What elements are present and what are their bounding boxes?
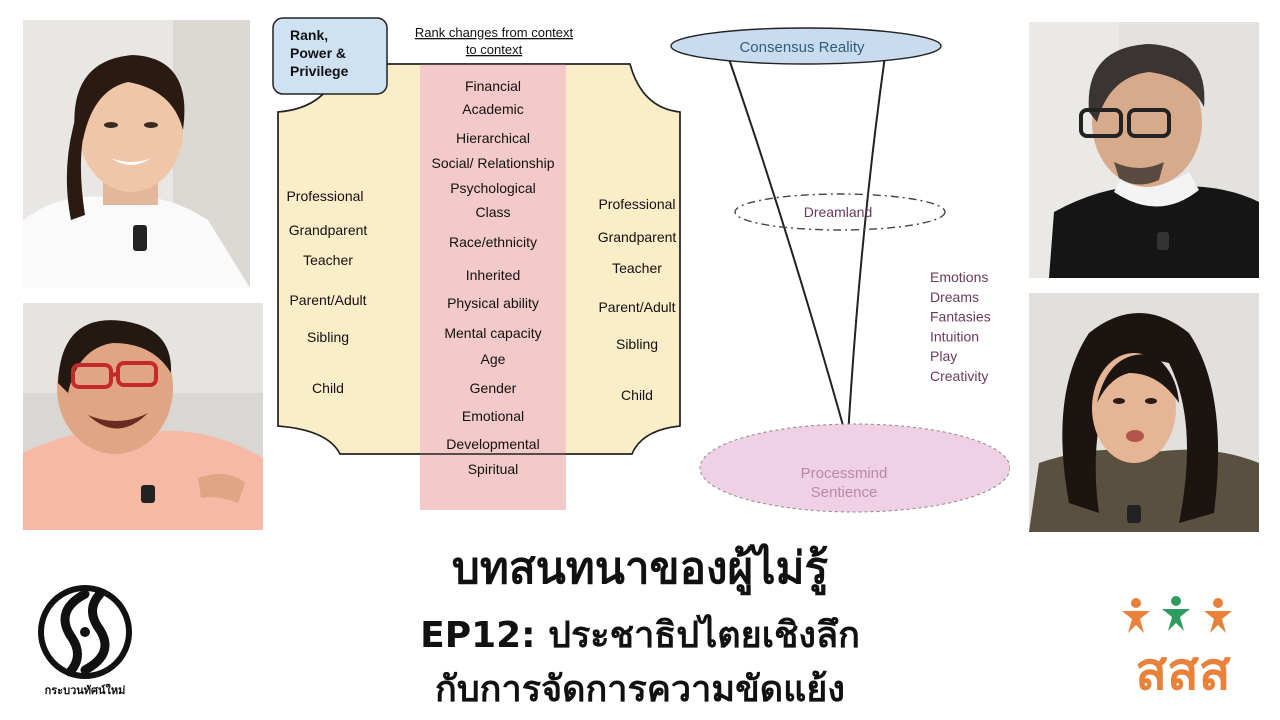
sentience-ellipse xyxy=(699,423,1010,513)
star-figure-icon xyxy=(1122,596,1232,633)
episode-title-line2: กับการจัดการความขัดแย้ง xyxy=(435,669,845,710)
consensus-ellipse xyxy=(670,27,942,65)
rank-dimension-item: Developmental xyxy=(446,436,539,452)
rank-dimension-item: Class xyxy=(475,204,510,220)
role-item-right: Grandparent xyxy=(598,229,677,245)
consensus-reality-label: Consensus Reality xyxy=(739,39,865,56)
thaihealth-logo: สสส xyxy=(1108,595,1258,695)
rank-dimension-item: Physical ability xyxy=(447,295,539,311)
rank-dimension-item: Social/ Relationship xyxy=(432,155,555,171)
dreamland-quality-item: Creativity xyxy=(930,368,988,384)
role-item-left: Parent/Adult xyxy=(289,292,366,308)
rank-dimension-item: Hierarchical xyxy=(456,130,530,146)
rank-dimension-item: Inherited xyxy=(466,267,520,283)
episode-title-line1: EP12: ประชาธิปไตยเชิงลึก xyxy=(420,615,860,656)
speaker-photo-3 xyxy=(1029,22,1259,278)
rank-center-column xyxy=(420,64,566,510)
dreamland-quality-item: Emotions xyxy=(930,269,988,285)
role-item-right: Sibling xyxy=(616,336,658,352)
rank-box-label-line: Privilege xyxy=(290,63,349,79)
svg-text:กระบวนทัศน์ใหม่: กระบวนทัศน์ใหม่ xyxy=(45,683,126,697)
role-item-left: Grandparent xyxy=(289,222,368,238)
rank-box-label-line: Rank, xyxy=(290,27,328,43)
concept-diagram: Rank, Power & Privilege Rank changes from … xyxy=(270,16,1010,516)
role-item-left: Teacher xyxy=(303,252,353,268)
dreamland-quality-item: Play xyxy=(930,348,957,364)
funnel-left-line xyxy=(727,55,847,437)
speaker-photo-4 xyxy=(1029,293,1259,532)
speaker-photo-1 xyxy=(23,20,250,288)
speaker-photo-2 xyxy=(23,303,263,530)
rank-label-box xyxy=(272,17,388,95)
sentience-label: Sentience xyxy=(811,484,878,501)
role-item-left: Child xyxy=(312,380,344,396)
dreamland-ellipse xyxy=(734,193,946,231)
new-paradigm-logo: กระบวนทัศน์ใหม่ xyxy=(25,580,145,700)
rank-dimension-item: Age xyxy=(481,351,506,367)
rank-dimension-item: Gender xyxy=(470,380,517,396)
rank-header-line2: to context xyxy=(466,42,523,57)
role-item-right: Teacher xyxy=(612,260,662,276)
funnel-right-line xyxy=(847,55,886,437)
role-item-left: Professional xyxy=(286,188,363,204)
dreamland-quality-item: Intuition xyxy=(930,328,979,344)
rank-dimension-item: Spiritual xyxy=(468,461,519,477)
role-item-right: Professional xyxy=(598,196,675,212)
episode-series-title: บทสนทนาของผู้ไม่รู้ xyxy=(451,543,829,594)
rank-dimension-item: Emotional xyxy=(462,408,524,424)
dreamland-quality-item: Fantasies xyxy=(930,309,991,325)
processmind-label: Processmind xyxy=(801,465,888,482)
dreamland-label: Dreamland xyxy=(804,204,872,220)
dreamland-quality-item: Dreams xyxy=(930,289,979,305)
svg-text:สสส: สสส xyxy=(1135,642,1230,695)
rank-dimension-item: Financial xyxy=(465,78,521,94)
rank-dimension-item: Psychological xyxy=(450,180,536,196)
role-item-right: Parent/Adult xyxy=(598,299,675,315)
role-item-left: Sibling xyxy=(307,329,349,345)
rank-dimension-item: Race/ethnicity xyxy=(449,234,537,250)
rank-dimension-item: Mental capacity xyxy=(444,325,541,341)
rank-dimension-item: Academic xyxy=(462,101,523,117)
rank-box-label-line: Power & xyxy=(290,45,346,61)
rank-header-line1: Rank changes from context xyxy=(415,25,574,40)
role-item-right: Child xyxy=(621,387,653,403)
